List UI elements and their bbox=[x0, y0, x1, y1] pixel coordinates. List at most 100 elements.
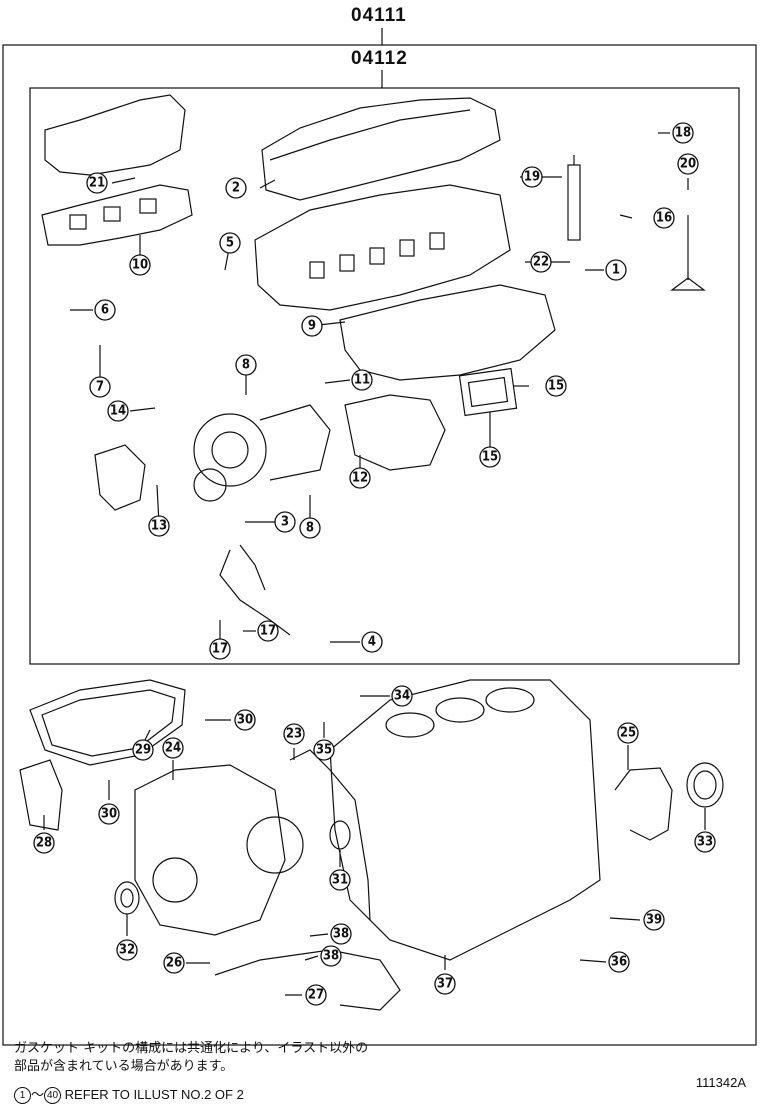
callout-9 bbox=[301, 315, 323, 337]
timing-cover bbox=[134, 764, 304, 936]
kit-code-inner: 04112 bbox=[351, 48, 408, 69]
callout-26-label: 26 bbox=[166, 956, 182, 971]
callout-36 bbox=[608, 951, 630, 973]
callout-9-label: 9 bbox=[308, 319, 316, 334]
kit-code-outer: 04111 bbox=[351, 5, 407, 26]
exhaust-elbow-12 bbox=[344, 394, 446, 471]
callout-5 bbox=[219, 232, 241, 254]
callout-37-label: 37 bbox=[437, 977, 453, 992]
oil-seal-31 bbox=[329, 820, 351, 850]
callout-35 bbox=[313, 739, 335, 761]
callout-32-label: 32 bbox=[119, 943, 135, 958]
reference-note: 1～40 REFER TO ILLUST NO.2 OF 2 bbox=[14, 1084, 244, 1105]
callout-8b-label: 8 bbox=[306, 521, 314, 536]
callout-29-label: 29 bbox=[135, 743, 151, 758]
callout-35-label: 35 bbox=[316, 743, 332, 758]
callout-19-label: 19 bbox=[524, 170, 540, 185]
callout-22 bbox=[530, 251, 552, 273]
oil-pan-gasket-23 bbox=[289, 749, 371, 921]
turbo-elbow bbox=[94, 444, 146, 511]
callout-31-label: 31 bbox=[332, 873, 348, 888]
callout-18 bbox=[672, 122, 694, 144]
oil-seal-32 bbox=[114, 881, 140, 915]
callout-2 bbox=[225, 177, 247, 199]
callout-6 bbox=[94, 299, 116, 321]
callout-17a bbox=[209, 638, 231, 660]
callout-31 bbox=[329, 869, 351, 891]
callout-39-label: 39 bbox=[646, 913, 662, 928]
callout-4-label: 4 bbox=[368, 635, 376, 650]
exhaust-manifold-top bbox=[44, 94, 186, 176]
callout-21-label: 21 bbox=[89, 176, 105, 191]
cylinder-head bbox=[254, 184, 511, 311]
callout-29 bbox=[132, 739, 154, 761]
oil-strainer bbox=[214, 949, 401, 1011]
callout-18-label: 18 bbox=[675, 126, 691, 141]
callout-36-label: 36 bbox=[611, 955, 627, 970]
callout-16 bbox=[653, 207, 675, 229]
callout-30a-label: 30 bbox=[237, 713, 253, 728]
callout-10 bbox=[129, 254, 151, 276]
turbocharger bbox=[193, 404, 331, 502]
callout-23 bbox=[283, 723, 305, 745]
callout-3 bbox=[274, 511, 296, 533]
callout-20 bbox=[677, 153, 699, 175]
callout-20-label: 20 bbox=[680, 157, 696, 172]
callout-27-label: 27 bbox=[308, 988, 324, 1003]
injector-assembly bbox=[567, 155, 581, 241]
callout-19 bbox=[521, 166, 543, 188]
callout-30b bbox=[98, 803, 120, 825]
throttle-gasket-15 bbox=[458, 367, 518, 417]
callout-33-label: 33 bbox=[697, 835, 713, 850]
callout-15a-label: 15 bbox=[548, 379, 564, 394]
callout-25-label: 25 bbox=[620, 726, 636, 741]
callout-14-label: 14 bbox=[110, 404, 126, 419]
callout-38b-label: 38 bbox=[323, 949, 339, 964]
callout-11 bbox=[351, 369, 373, 391]
callout-17a-label: 17 bbox=[212, 642, 228, 657]
callout-27 bbox=[305, 984, 327, 1006]
callout-22-label: 22 bbox=[533, 255, 549, 270]
callout-23-label: 23 bbox=[286, 727, 302, 742]
outer-kit-frame bbox=[2, 44, 757, 1046]
callout-5-label: 5 bbox=[226, 236, 234, 251]
callout-6-label: 6 bbox=[101, 303, 109, 318]
callout-8a-label: 8 bbox=[242, 358, 250, 373]
callout-11-label: 11 bbox=[354, 373, 370, 388]
callout-34 bbox=[391, 685, 413, 707]
callout-28 bbox=[33, 832, 55, 854]
callout-4 bbox=[361, 631, 383, 653]
callout-34-label: 34 bbox=[394, 689, 410, 704]
callout-24-label: 24 bbox=[165, 741, 181, 756]
callout-38b bbox=[320, 945, 342, 967]
callout-25 bbox=[617, 722, 639, 744]
callout-15a bbox=[545, 375, 567, 397]
callout-13 bbox=[148, 515, 170, 537]
oil-seal-33 bbox=[686, 762, 724, 808]
callout-21 bbox=[86, 172, 108, 194]
callout-16-label: 16 bbox=[656, 211, 672, 226]
callout-12 bbox=[349, 467, 371, 489]
callout-17b bbox=[257, 620, 279, 642]
callout-7 bbox=[89, 376, 111, 398]
callout-8b bbox=[299, 517, 321, 539]
valve bbox=[670, 215, 706, 291]
inner-kit-frame bbox=[29, 87, 740, 665]
callout-17b-label: 17 bbox=[260, 624, 276, 639]
timing-cover-gasket-29 bbox=[29, 679, 186, 766]
callout-8a bbox=[235, 354, 257, 376]
kit-note-line-1: ガスケット キットの構成には共通化により、イラスト以外の bbox=[14, 1041, 369, 1056]
callout-14 bbox=[107, 400, 129, 422]
callout-33 bbox=[694, 831, 716, 853]
oil-pipe bbox=[219, 544, 291, 636]
callout-10-label: 10 bbox=[132, 258, 148, 273]
callout-30b-label: 30 bbox=[101, 807, 117, 822]
figure-code: 111342A bbox=[695, 1075, 746, 1090]
intake-manifold bbox=[339, 284, 556, 381]
callout-26 bbox=[163, 952, 185, 974]
cylinder-block bbox=[329, 679, 601, 961]
ref-start-circle: 1 bbox=[14, 1087, 31, 1105]
callout-12-label: 12 bbox=[352, 471, 368, 486]
manifold-gasket-10 bbox=[41, 184, 193, 246]
